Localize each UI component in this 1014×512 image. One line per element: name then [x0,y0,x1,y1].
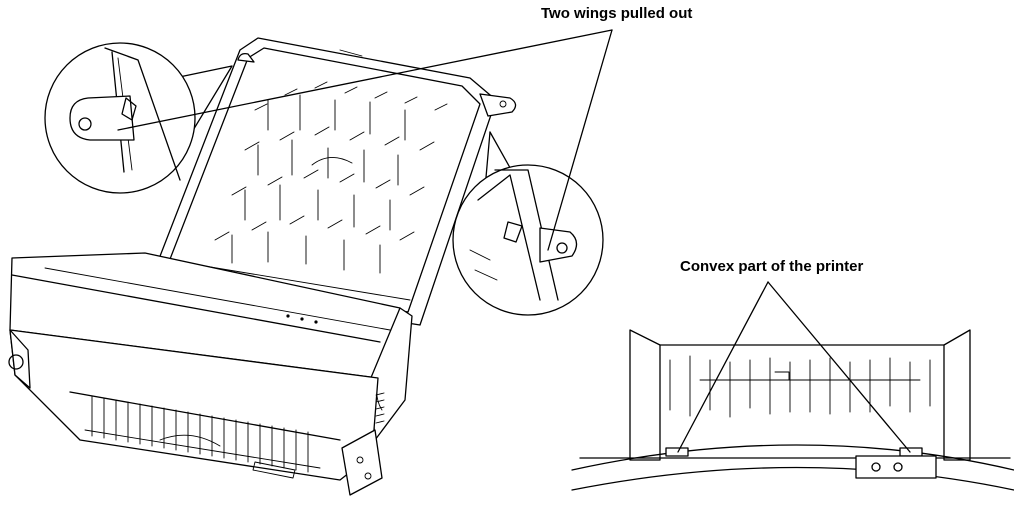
leader-line-wings-left [117,29,613,131]
callout-two-wings: Two wings pulled out [541,5,693,22]
callout-convex-part: Convex part of the printer [680,258,864,275]
left-wing-detail-circle [44,42,233,194]
printer-body [8,252,413,496]
leader-line-convex-right [767,281,911,453]
leader-lines [117,29,911,453]
leader-line-wings-right [547,29,613,251]
convex-part-detail [571,329,1014,491]
right-wing-detail-circle [452,131,604,316]
paper-support-tray [149,37,517,326]
leader-line-convex-left [677,281,769,453]
